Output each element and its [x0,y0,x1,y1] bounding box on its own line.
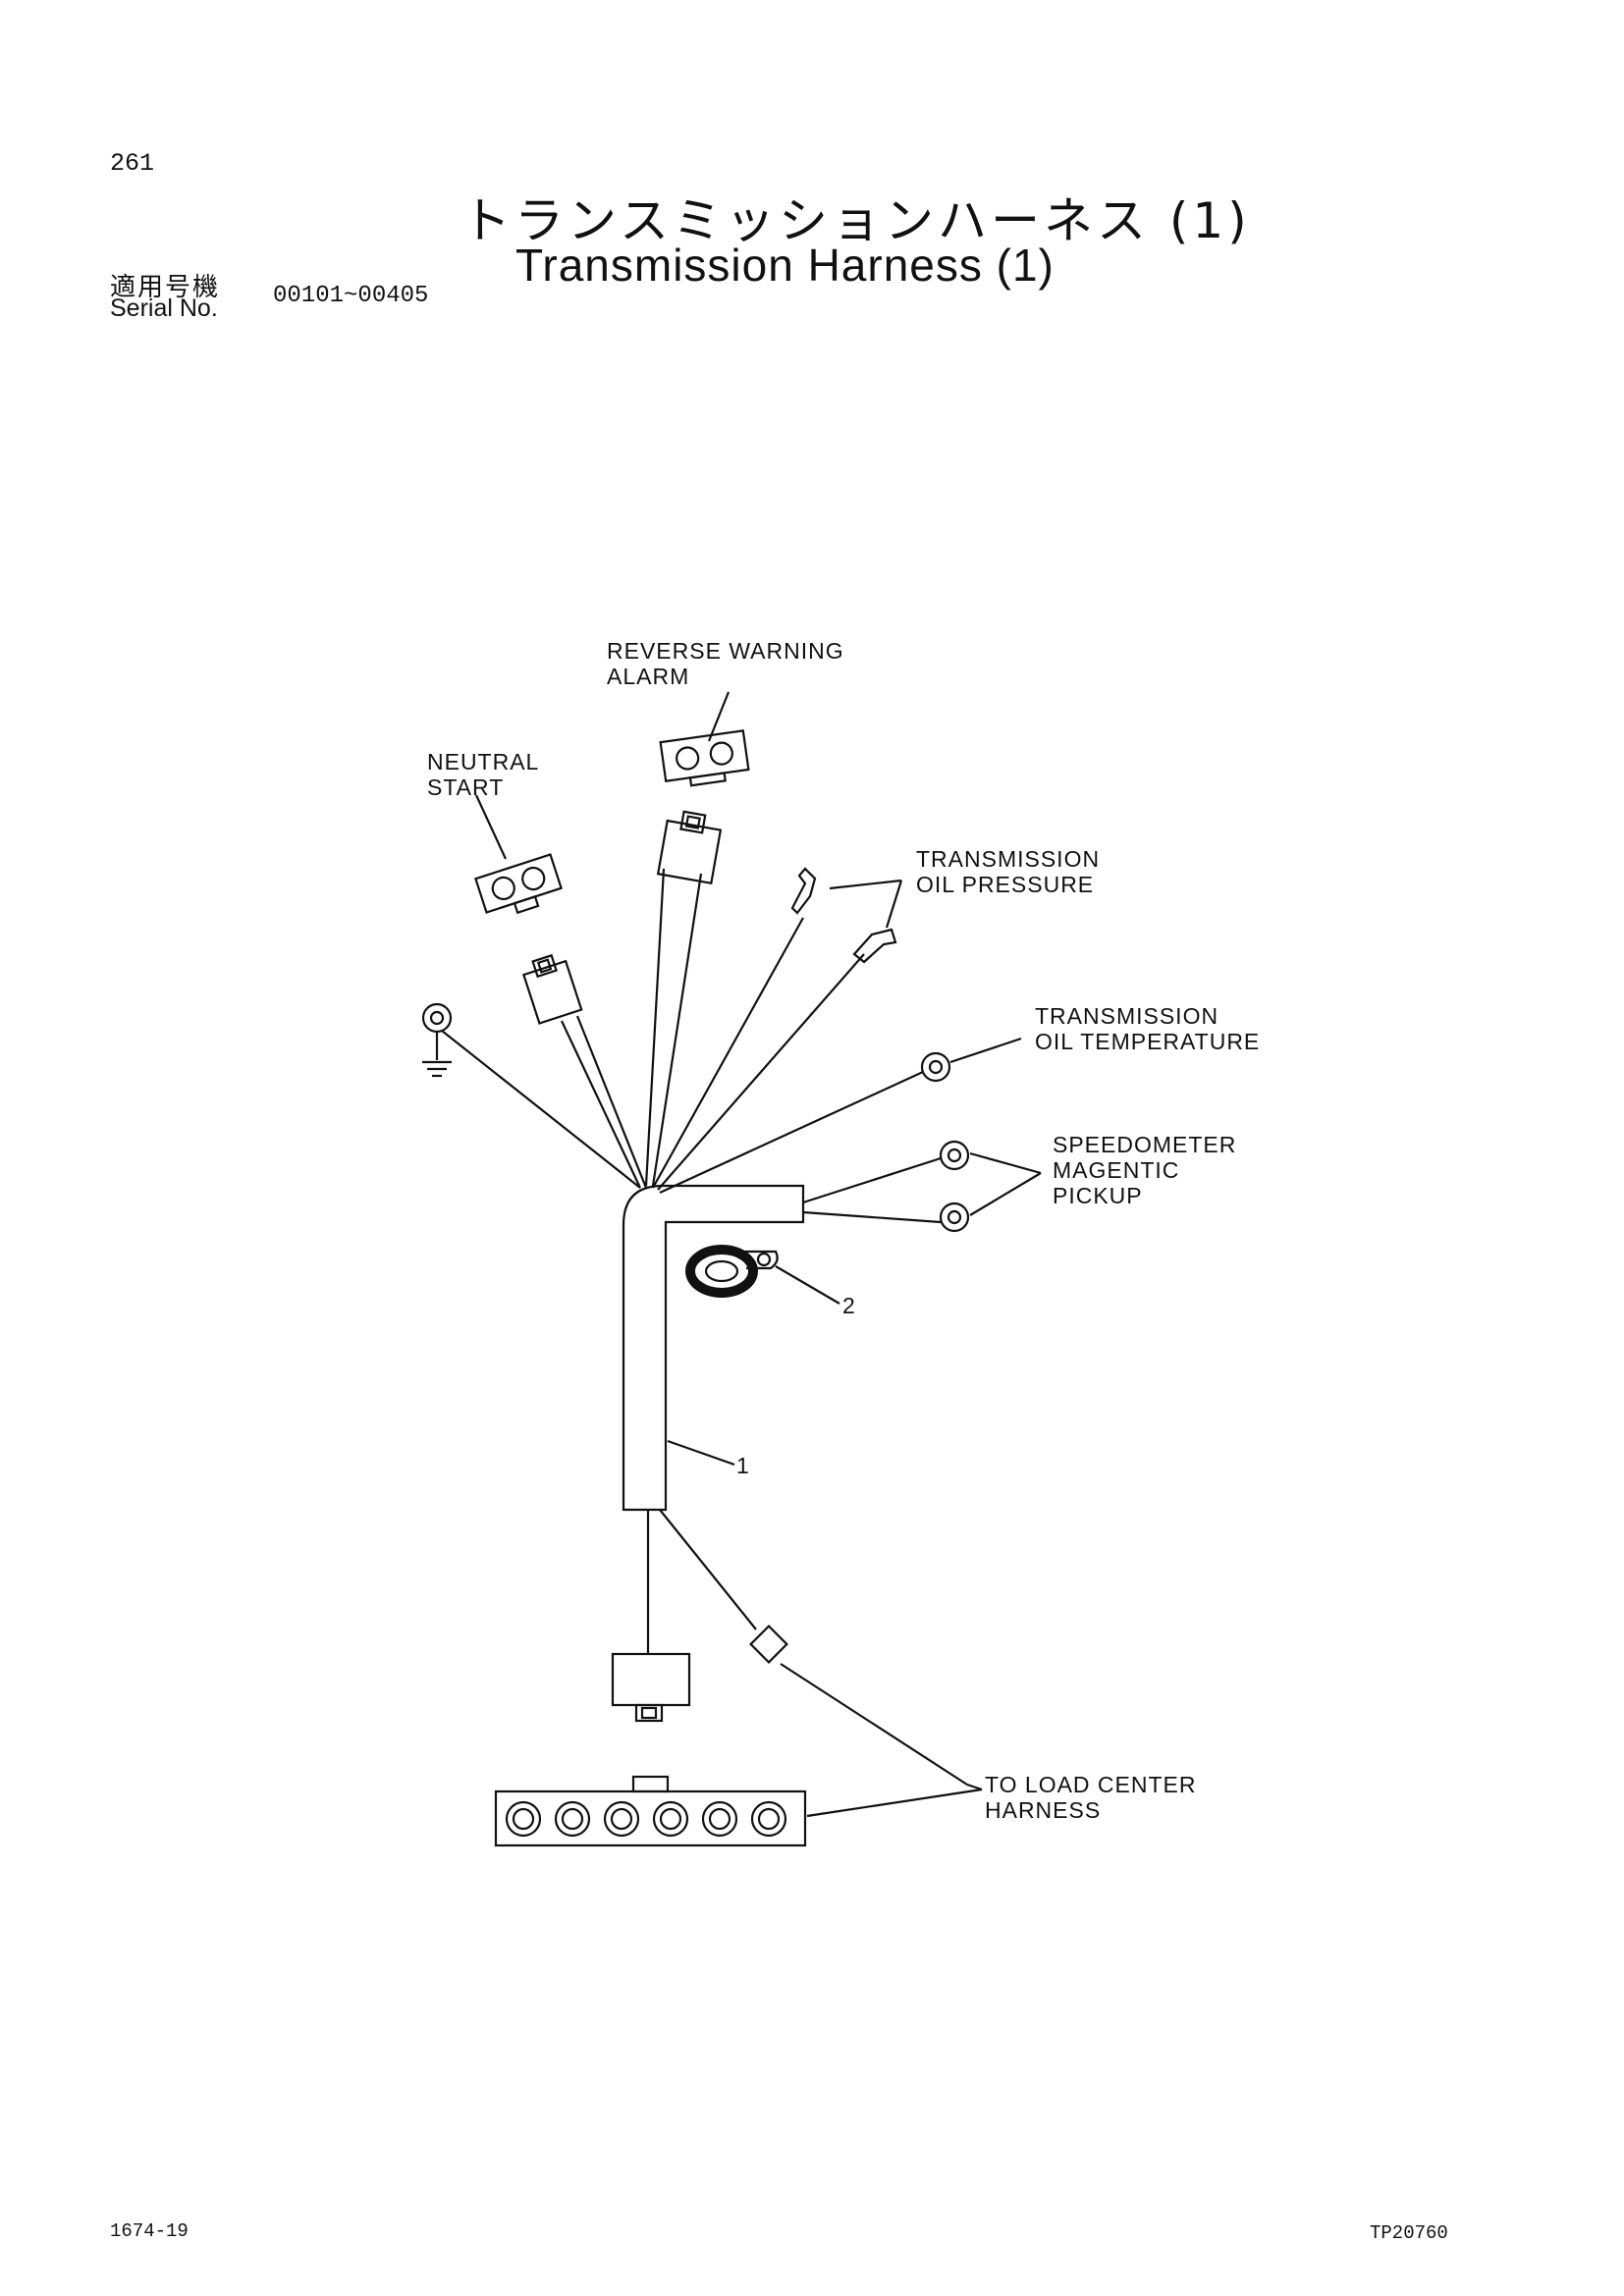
reverse-alarm-plug [656,810,723,885]
label-neutral-start: NEUTRAL START [427,749,540,800]
leader-neutral-start [475,794,507,860]
label-reverse-warning-alarm: REVERSE WARNING ALARM [607,638,844,689]
wire-lower-2 [659,1509,757,1630]
lower-plug-connector [611,1652,691,1723]
label-part-1: 1 [736,1453,750,1478]
wire-speedo-1 [802,1156,942,1204]
leader-part-1 [667,1439,735,1467]
wire-neutral-start-1 [561,1020,641,1189]
wire-speedo-2 [802,1210,942,1224]
neutral-start-plug [521,953,583,1025]
label-part-2: 2 [842,1293,856,1318]
wire-reverse-alarm-2 [651,873,703,1187]
reverse-alarm [659,729,750,787]
wire-oil-pressure-1 [652,917,804,1189]
six-pin-connector [494,1775,807,1847]
oil-pressure-terminal-1 [790,867,817,915]
wire-ground [441,1030,641,1189]
leader-oil-temperature [949,1037,1022,1064]
serial-label-english: Serial No. [110,294,218,322]
speedo-pickup-2 [939,1201,970,1233]
serial-range: 00101~00405 [273,283,429,309]
wire-lower-3 [780,1663,968,1786]
leader-part-2 [775,1265,840,1305]
ground-terminal [421,1002,453,1078]
clip-part-2 [685,1245,779,1298]
wire-oil-pressure-2 [657,953,865,1191]
leader-load-center-b [806,1788,983,1818]
wire-oil-temperature [659,1071,924,1194]
label-transmission-oil-pressure: TRANSMISSION OIL PRESSURE [916,846,1101,897]
footer-left-code: 1674-19 [110,2220,189,2242]
serial-label-japanese: 適用号機 [110,273,221,302]
wire-reverse-alarm-1 [644,868,666,1187]
label-transmission-oil-temperature: TRANSMISSION OIL TEMPERATURE [1035,1003,1261,1054]
leader-speedo-a [969,1151,1042,1175]
wire-neutral-start-2 [575,1015,648,1189]
title-english: Transmission Harness (1) [515,240,1055,291]
speedo-pickup-1 [939,1140,970,1171]
title-japanese: トランスミッションハーネス (1) [461,192,1251,249]
footer-right-code: TP20760 [1370,2222,1448,2244]
label-speedometer-pickup: SPEEDOMETER MAGENTIC PICKUP [1053,1132,1237,1208]
leader-oil-pressure-a [829,879,902,890]
oil-pressure-terminal-2 [852,928,897,964]
leader-load-center-a [966,1783,983,1791]
leader-reverse-alarm [707,691,731,742]
oil-temperature-sensor [920,1051,951,1083]
page-number: 261 [110,149,155,178]
label-to-load-center-harness: TO LOAD CENTER HARNESS [985,1772,1197,1823]
neutral-start-switch [474,853,563,915]
harness-main-sheath [622,1184,805,1512]
leader-oil-pressure-b [885,880,903,929]
leader-speedo-b [969,1172,1042,1216]
inline-diamond-connector [749,1625,788,1664]
